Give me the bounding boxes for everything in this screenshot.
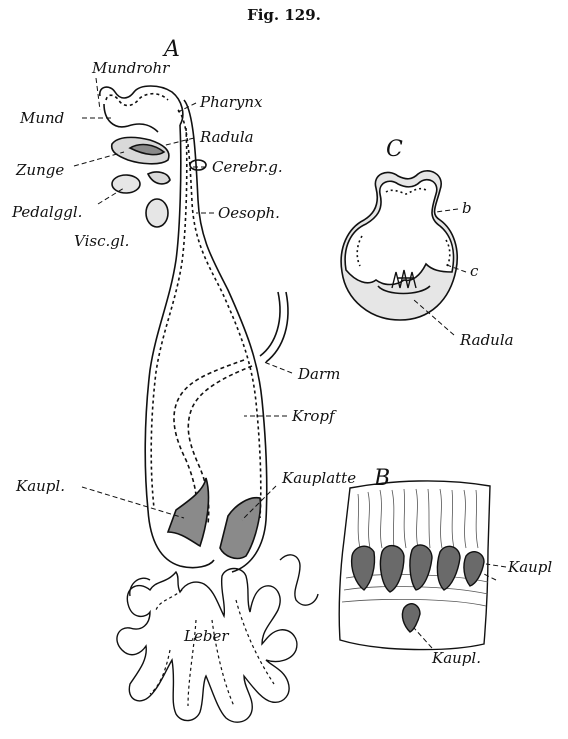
- tongue-lower: [148, 172, 170, 184]
- kauplatte-right: [220, 498, 260, 559]
- oesophagus-left-inner: [151, 128, 187, 508]
- panel-b-drawing: [339, 481, 506, 650]
- intestine-inner: [266, 292, 288, 362]
- label-kaupl-bottom: Kaupl.: [431, 649, 481, 667]
- label-darm: Darm: [297, 365, 340, 383]
- label-mund: Mund: [19, 109, 64, 127]
- intestine: [260, 292, 280, 356]
- label-leber: Leber: [183, 627, 229, 645]
- label-pharynx: Pharynx: [199, 93, 263, 111]
- visceral-ganglion: [146, 199, 168, 227]
- cerebral-ganglion: [190, 160, 206, 170]
- label-visceral-ganglion: Visc.gl.: [74, 232, 129, 250]
- label-radula-c: Radula: [459, 331, 514, 349]
- liver-inner: [150, 590, 274, 706]
- panel-letter-c: C: [386, 137, 403, 162]
- kauplatte-left: [168, 478, 208, 546]
- label-cerebral-ganglion: Cerebr.g.: [212, 158, 283, 176]
- label-kauplatte: Kauplatte: [281, 469, 356, 487]
- label-mundrohr: Mundrohr: [91, 59, 170, 77]
- gizzard-teeth: [352, 545, 484, 632]
- label-kaupl-left: Kaupl.: [15, 477, 65, 495]
- liver-right-lobes: [280, 555, 318, 605]
- pharynx-wall: [104, 104, 158, 132]
- label-b-cross-section: b: [462, 199, 472, 217]
- label-pedal-ganglion: Pedalggl.: [11, 203, 82, 221]
- pedal-ganglion: [112, 175, 140, 193]
- mouth-tube: [100, 86, 183, 125]
- label-kaupl-right: Kaupl: [507, 558, 552, 576]
- label-radula-a: Radula: [199, 128, 254, 146]
- panel-letter-b: B: [373, 466, 390, 491]
- panel-c-drawing: [341, 171, 466, 335]
- label-c-cross-section: c: [470, 262, 479, 280]
- mouth-tube-inner: [106, 94, 168, 106]
- liver: [117, 569, 297, 723]
- label-oesophagus: Oesoph.: [218, 204, 280, 222]
- label-kropf: Kropf: [291, 407, 337, 425]
- label-zunge: Zunge: [15, 161, 64, 179]
